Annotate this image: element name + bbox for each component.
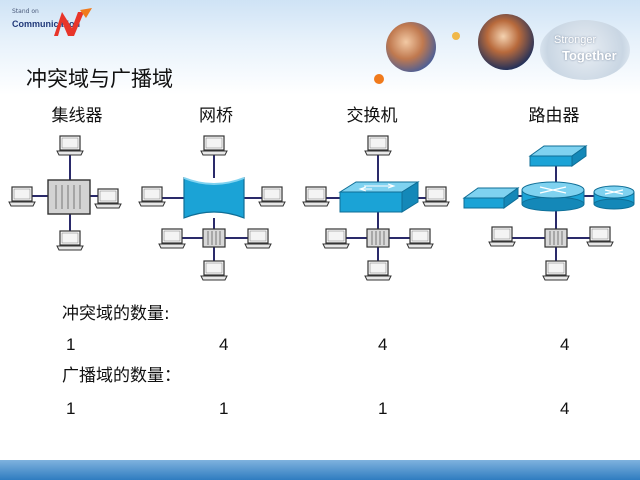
decor-dot <box>374 74 384 84</box>
collision-count-switch: 4 <box>378 335 388 354</box>
photo-circle-1 <box>386 22 436 72</box>
hub-icon <box>544 228 568 248</box>
logo-mark-icon <box>54 8 92 36</box>
network-diagrams <box>8 135 635 281</box>
company-logo: Stand on Communication <box>12 6 102 40</box>
broadcast-count-router: 4 <box>560 399 570 418</box>
footer-band <box>0 460 640 480</box>
slogan-badge: Stronger Together <box>540 20 630 80</box>
logo-text: Communication <box>12 19 81 29</box>
column-label-switch: 交换机 <box>346 106 398 126</box>
photo-circle-2 <box>478 14 534 70</box>
router-icon <box>593 185 635 210</box>
router-icon <box>521 181 585 212</box>
column-label-hub: 集线器 <box>51 106 103 126</box>
broadcast-count-hub: 1 <box>66 399 76 418</box>
switch-icon <box>528 145 588 167</box>
bridge-network <box>138 135 286 281</box>
hub-icon <box>47 179 91 215</box>
pc-icon <box>200 260 228 281</box>
column-label-router: 路由器 <box>528 106 580 126</box>
pc-icon <box>94 188 122 209</box>
pc-icon <box>364 135 392 156</box>
pc-icon <box>322 228 350 249</box>
router-network <box>462 145 635 281</box>
pc-icon <box>158 228 186 249</box>
pc-icon <box>56 135 84 156</box>
pc-icon <box>364 260 392 281</box>
switch-icon <box>338 181 420 213</box>
pc-icon <box>138 186 166 207</box>
collision-count-router: 4 <box>560 335 570 354</box>
broadcast-domain-label: 广播域的数量： <box>62 366 181 386</box>
switch-network <box>302 135 450 281</box>
pc-icon <box>8 186 36 207</box>
column-label-bridge: 网桥 <box>199 106 233 126</box>
pc-icon <box>406 228 434 249</box>
pc-icon <box>244 228 272 249</box>
logo-tagline: Stand on <box>12 8 39 15</box>
hub-icon <box>202 228 226 248</box>
switch-icon <box>462 187 520 209</box>
bridge-icon <box>183 177 245 219</box>
pc-icon <box>200 135 228 156</box>
hub-icon <box>366 228 390 248</box>
pc-icon <box>586 226 614 247</box>
broadcast-count-bridge: 1 <box>219 399 229 418</box>
collision-domain-label: 冲突域的数量: <box>62 304 170 324</box>
pc-icon <box>258 186 286 207</box>
collision-count-hub: 1 <box>66 335 76 354</box>
decor-dot <box>452 32 460 40</box>
pc-icon <box>542 260 570 281</box>
collision-count-bridge: 4 <box>219 335 229 354</box>
slogan-line-2: Together <box>562 48 617 63</box>
broadcast-count-switch: 1 <box>378 399 388 418</box>
hub-network <box>8 135 122 251</box>
slide-title: 冲突域与广播域 <box>26 67 173 91</box>
pc-icon <box>488 226 516 247</box>
pc-icon <box>422 186 450 207</box>
slogan-line-1: Stronger <box>554 34 597 46</box>
pc-icon <box>302 186 330 207</box>
pc-icon <box>56 230 84 251</box>
